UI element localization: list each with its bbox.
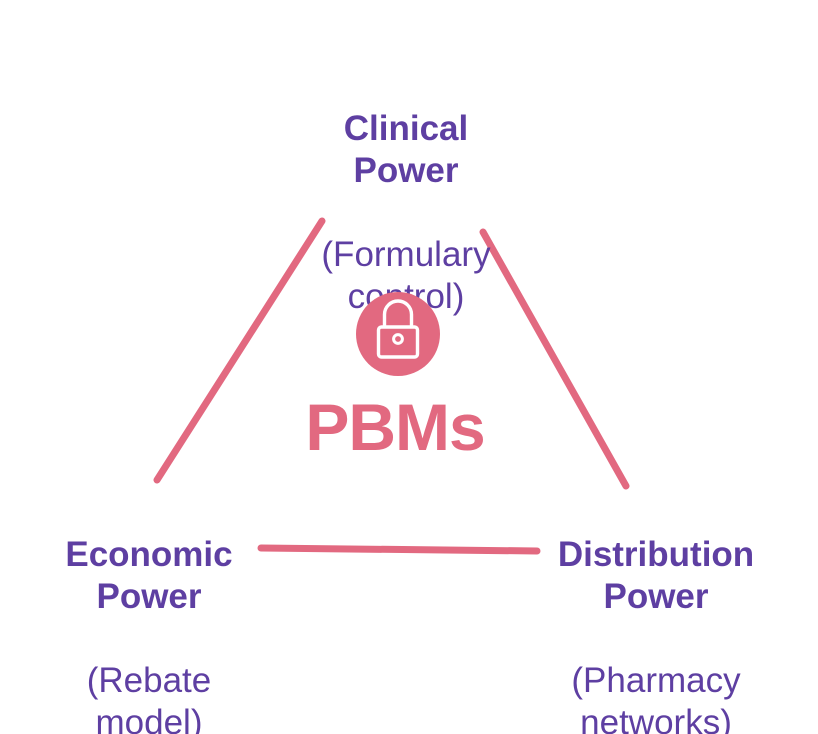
lock-icon <box>376 299 420 359</box>
vertex-title: Economic Power <box>65 535 233 616</box>
vertex-title: Distribution Power <box>557 535 755 616</box>
pbms-label: PBMs <box>305 390 485 464</box>
triangle-side-bottom <box>257 544 541 555</box>
lock-badge <box>356 292 440 376</box>
vertex-subtitle: (Pharmacy networks) <box>571 661 741 734</box>
vertex-economic-power: Economic Power (Rebate model) <box>19 492 279 734</box>
vertex-subtitle: (Rebate model) <box>86 661 212 734</box>
vertex-title: Clinical Power <box>343 109 469 190</box>
vertex-distribution-power: Distribution Power (Pharmacy networks) <box>526 492 786 734</box>
triangle-side-right <box>479 228 630 490</box>
triangle-side-left <box>153 217 326 484</box>
